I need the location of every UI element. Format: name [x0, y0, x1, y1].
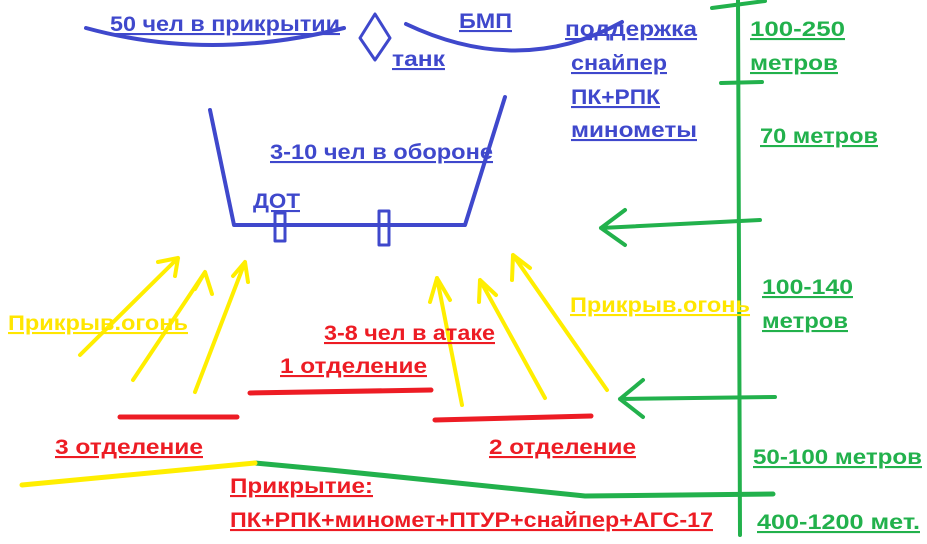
fire-arrow	[510, 253, 609, 392]
fire-arrow	[428, 276, 464, 407]
mg-label: ПК+РПК	[571, 86, 660, 109]
cover-fire-line	[19, 460, 258, 488]
cover-group-label: 50 чел в прикрытии	[110, 13, 340, 36]
squad1-label: 1 отделение	[280, 355, 427, 378]
squad2-line	[432, 413, 594, 423]
bmp-trench-line	[404, 20, 624, 53]
defense-label: 3-10 чел в обороне	[270, 141, 493, 164]
cover-trench-line	[84, 26, 346, 47]
attackers-label: 3-8 чел в атаке	[324, 322, 495, 345]
distance-label: 70 метров	[760, 125, 878, 148]
cover-line	[252, 460, 776, 499]
covering-fire-label: Прикрыв.огонь	[570, 294, 750, 317]
arrow-icon	[599, 208, 762, 247]
distance-label: 400-1200 мет.	[757, 511, 920, 534]
cover-assets-label: ПК+РПК+миномет+ПТУР+снайпер+АГС-17	[230, 509, 713, 532]
distance-label: 50-100 метров	[753, 446, 922, 469]
squad2-label: 2 отделение	[489, 436, 636, 459]
distance-label: метров	[762, 310, 848, 333]
support-label: поддержка	[565, 18, 697, 41]
squad1-line	[247, 387, 434, 396]
bunker-label: ДОТ	[253, 190, 300, 213]
distance-scale-line	[736, 0, 742, 537]
scale-tick	[719, 80, 764, 85]
mortars-label: минометы	[571, 119, 697, 142]
distance-label: 100-140	[762, 276, 853, 299]
squad3-label: 3 отделение	[55, 436, 203, 459]
fire-arrow	[131, 270, 214, 382]
fire-arrow	[477, 278, 547, 400]
cover-title-label: Прикрытие:	[230, 475, 373, 498]
arrow-icon	[618, 378, 777, 419]
sniper-label: снайпер	[571, 52, 667, 75]
distance-label: метров	[750, 52, 838, 75]
fire-arrow	[193, 260, 250, 394]
tank-label: танк	[392, 48, 446, 71]
defense-trench	[208, 95, 507, 227]
bmp-label: БМП	[459, 10, 512, 33]
scale-tick	[710, 0, 767, 10]
fire-arrow	[78, 256, 180, 357]
bunker-icon	[377, 209, 391, 247]
covering-fire-label: Прикрыв.огонь	[8, 312, 188, 335]
distance-label: 100-250	[750, 18, 845, 41]
bunker-icon	[273, 211, 287, 243]
tank-diamond-icon	[358, 12, 392, 62]
